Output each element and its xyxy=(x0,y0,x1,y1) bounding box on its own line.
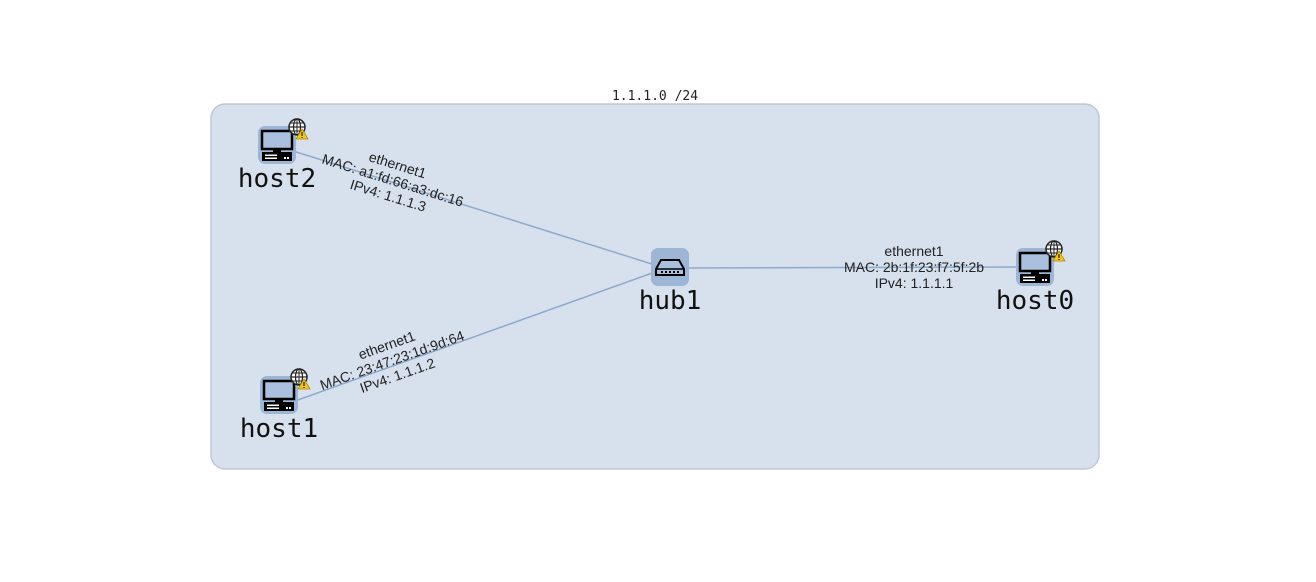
mac-label: MAC: 2b:1f:23:f7:5f:2b xyxy=(844,259,984,275)
node-hub1[interactable]: hub1 xyxy=(639,248,702,316)
link-label-host0: ethernet1 MAC: 2b:1f:23:f7:5f:2b IPv4: 1… xyxy=(844,243,984,291)
ipv4-label: IPv4: 1.1.1.1 xyxy=(875,275,954,291)
link-host1-hub1[interactable] xyxy=(294,271,656,402)
node-label: host1 xyxy=(240,414,318,444)
node-label: host2 xyxy=(238,164,316,194)
node-label: host0 xyxy=(996,286,1074,316)
node-host0[interactable]: host0 xyxy=(996,240,1074,316)
hub-icon xyxy=(655,259,685,276)
subnet-label: 1.1.1.0 /24 xyxy=(612,89,698,104)
link-host2-hub1[interactable] xyxy=(289,149,656,266)
link-host0-hub1[interactable] xyxy=(687,266,1019,269)
interface-label: ethernet1 xyxy=(884,243,943,259)
node-host1[interactable]: host1 xyxy=(240,368,318,444)
node-host2[interactable]: host2 xyxy=(238,118,316,194)
node-label: hub1 xyxy=(639,286,702,316)
